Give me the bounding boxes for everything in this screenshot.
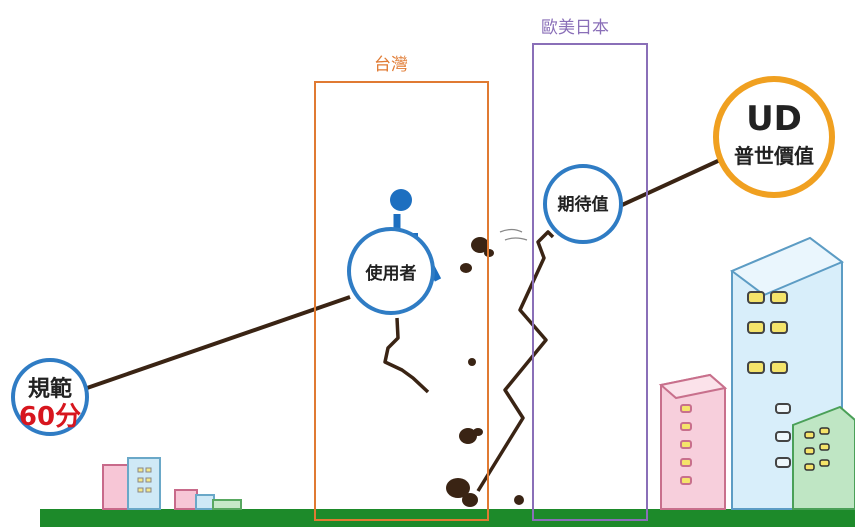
- ground-strip: [40, 509, 855, 527]
- right-buildings-icon: [658, 236, 855, 510]
- left-buildings-icon: [102, 457, 242, 510]
- taiwan-frame: [314, 81, 489, 521]
- ud-subtitle: 普世價值: [734, 144, 814, 168]
- motion-lines: [499, 228, 528, 241]
- taiwan-label: 台灣: [374, 55, 408, 75]
- user-circle: [347, 227, 435, 315]
- expectation-label: 期待值: [557, 195, 609, 215]
- falling-rocks-icon: [446, 237, 524, 507]
- ud-circle: [713, 76, 835, 198]
- europe-japan-label: 歐美日本: [541, 18, 609, 38]
- ud-title: UD: [746, 99, 802, 139]
- user-label: 使用者: [365, 264, 417, 284]
- expectation-circle: [543, 164, 623, 244]
- norm-to-user-line: [86, 295, 351, 390]
- zigzag-path: [476, 230, 555, 492]
- norm-title: 規範: [27, 377, 72, 402]
- expectation-to-ud-line: [621, 158, 721, 207]
- norm-circle: [11, 358, 89, 436]
- norm-score: 60分: [18, 402, 82, 432]
- falling-legs: [383, 317, 430, 394]
- europe-frame: [532, 43, 648, 521]
